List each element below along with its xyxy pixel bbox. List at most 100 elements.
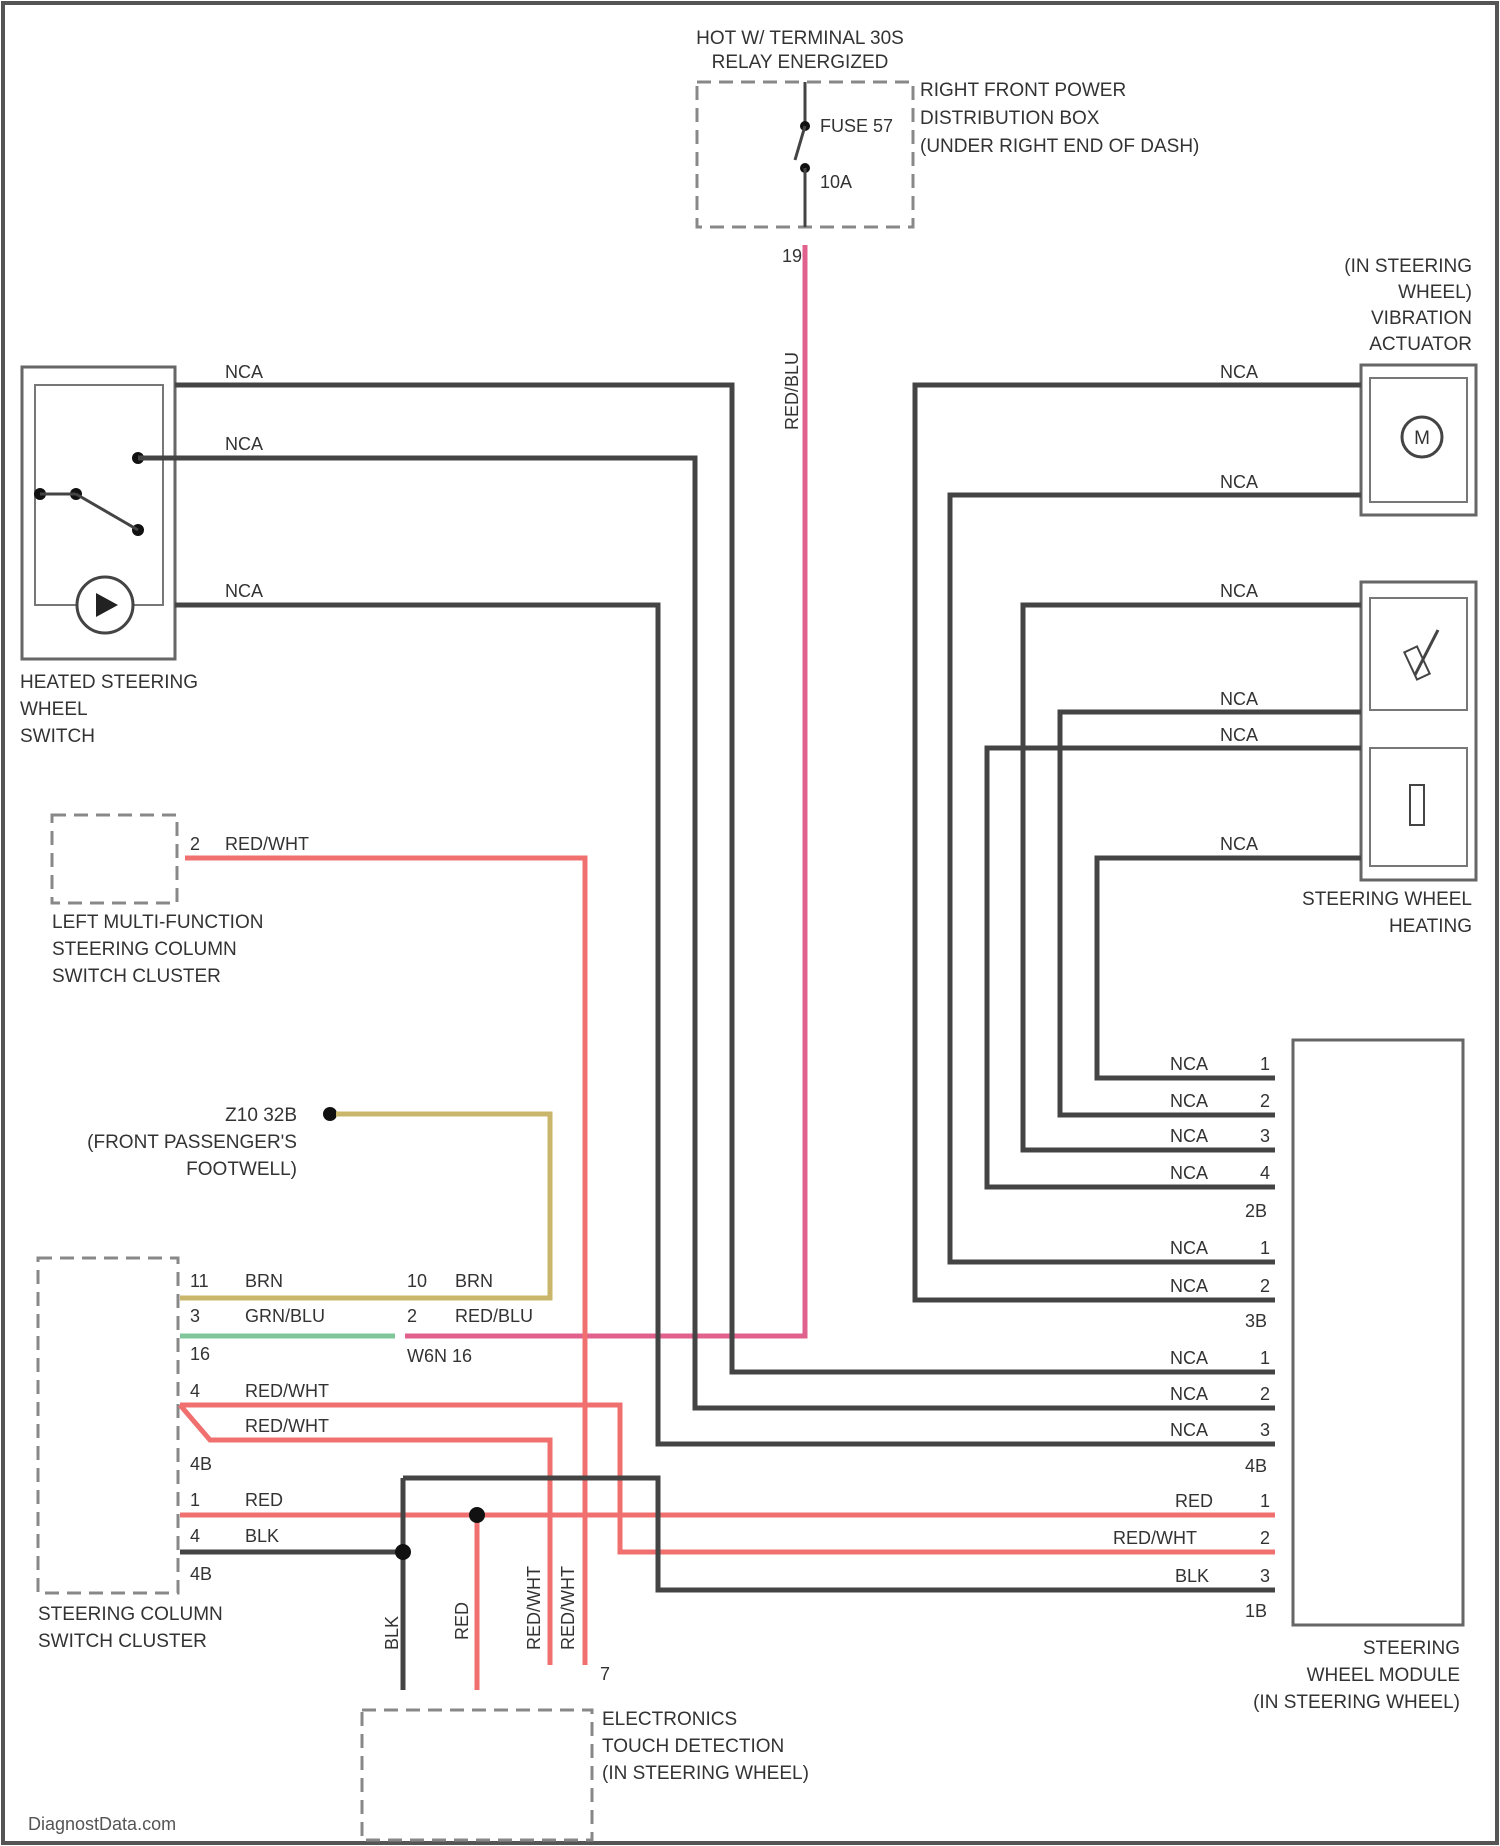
m1b-pin-3: 3 [1260,1566,1270,1586]
column-cluster-outline [38,1258,178,1593]
col-pin-11: 11 [190,1271,209,1291]
m1b-pin-2: 2 [1260,1528,1270,1548]
left-mf-wire: RED/WHT [225,834,309,854]
wire-heating-3 [987,748,1361,1187]
label-heating-wire-1: NCA [1220,581,1258,601]
column-cluster-label-line1: STEERING COLUMN [38,1604,223,1625]
wire-switch-3 [175,605,1275,1444]
ground-label-line1: Z10 32B [225,1105,297,1126]
label-switch-wire-2: NCA [225,434,263,454]
inline-connector-label: W6N 16 [407,1346,472,1366]
col-wire-brn: BRN [245,1271,283,1291]
label-vibration-wire-2: NCA [1220,472,1258,492]
heater-resistor-icon [1410,785,1424,825]
m3b-pin-1: 1 [1260,1238,1270,1258]
m2b-wire-1: NCA [1170,1054,1208,1074]
heated-switch-label-line2: WHEEL [20,699,88,720]
power-wire-color: RED/BLU [782,352,802,430]
vibration-label-line3: VIBRATION [1371,308,1472,329]
module-connector-3b: NCA NCA 1 2 3B [1170,1238,1270,1331]
touch-label-line1: ELECTRONICS [602,1709,737,1730]
col-pin-4: 4 [190,1381,200,1401]
vibration-label-line4: ACTUATOR [1369,334,1472,355]
col-pin-3: 3 [190,1306,200,1326]
fuse-label: FUSE 57 [820,116,893,136]
touch-detection-outline [362,1710,592,1840]
m1b-wire-2: RED/WHT [1113,1528,1197,1548]
heating-element-box [1370,748,1467,866]
column-cluster-label-line2: SWITCH CLUSTER [38,1631,207,1652]
module-label-line2: WHEEL MODULE [1307,1665,1460,1686]
ground-point: Z10 32B (FRONT PASSENGER'S FOOTWELL) [87,1105,337,1180]
module-label-line3: (IN STEERING WHEEL) [1253,1692,1460,1713]
touch-wire-blk: BLK [382,1616,402,1650]
left-mf-outline [52,815,177,903]
left-mf-pin: 2 [190,834,200,854]
splice-red [469,1507,485,1523]
steering-wheel-heating: STEERING WHEEL HEATING [1302,582,1476,937]
col-connector-4b-2: 4B [190,1564,212,1584]
switch-blade [76,494,138,530]
col-wire-red: RED [245,1490,283,1510]
m4b-pin-3: 3 [1260,1420,1270,1440]
motor-letter: M [1414,428,1430,449]
hot-label-line2: RELAY ENERGIZED [712,52,889,73]
m1b-wire-1: RED [1175,1491,1213,1511]
fuse-element [795,126,805,160]
inline-wire-red-blu: RED/BLU [455,1306,533,1326]
m4b-pin-1: 1 [1260,1348,1270,1368]
label-switch-wire-1: NCA [225,362,263,382]
module-connector-4b: NCA NCA NCA 1 2 3 4B [1170,1348,1270,1476]
splice-blk [395,1544,411,1560]
m2b-pin-4: 4 [1260,1163,1270,1183]
touch-label-line3: (IN STEERING WHEEL) [602,1763,809,1784]
fuse-pin-number: 19 [782,246,802,266]
col-wire-red-wht-1: RED/WHT [245,1381,329,1401]
left-mf-label-line1: LEFT MULTI-FUNCTION [52,912,263,933]
power-box-label-line2: DISTRIBUTION BOX [920,108,1100,129]
power-box-label-line3: (UNDER RIGHT END OF DASH) [920,136,1199,157]
col-connector-16: 16 [190,1344,210,1364]
touch-wire-red-wht-1: RED/WHT [524,1566,544,1650]
wire-red-blu-power [405,245,805,1336]
wire-column-red-wht-2 [180,1405,550,1665]
heating-outline [1361,582,1476,880]
steering-wheel-module: STEERING WHEEL MODULE (IN STEERING WHEEL… [1253,1040,1463,1713]
wire-switch-1 [175,385,1275,1372]
steering-column-switch-cluster: 11 3 16 BRN GRN/BLU 4 RED/WHT RED/WHT 4B… [38,1258,329,1652]
wires [138,245,1361,1690]
m4b-wire-1: NCA [1170,1348,1208,1368]
touch-label-line2: TOUCH DETECTION [602,1736,784,1757]
m2b-wire-2: NCA [1170,1091,1208,1111]
m4b-wire-2: NCA [1170,1384,1208,1404]
watermark: DiagnostData.com [28,1814,176,1834]
heated-steering-wheel-switch: HEATED STEERING WHEEL SWITCH [20,367,198,747]
m1b-connector: 1B [1245,1601,1267,1621]
touch-pin-7: 7 [600,1664,610,1684]
touch-wire-red: RED [452,1602,472,1640]
wire-column-red-wht-1 [180,1405,1275,1552]
heated-switch-label-line1: HEATED STEERING [20,672,198,693]
m2b-pin-1: 1 [1260,1054,1270,1074]
m4b-wire-3: NCA [1170,1420,1208,1440]
m1b-pin-1: 1 [1260,1491,1270,1511]
left-mf-label-line3: SWITCH CLUSTER [52,966,221,987]
module-outline [1293,1040,1463,1625]
touch-wire-red-wht-2: RED/WHT [558,1566,578,1650]
col-connector-4b: 4B [190,1454,212,1474]
wire-vibration-2 [950,495,1361,1262]
label-heating-wire-4: NCA [1220,834,1258,854]
ground-label-line3: FOOTWELL) [186,1159,297,1180]
label-heating-wire-2: NCA [1220,689,1258,709]
col-pin-4b: 4 [190,1526,200,1546]
col-wire-grn-blu: GRN/BLU [245,1306,325,1326]
m2b-connector: 2B [1245,1201,1267,1221]
col-pin-1: 1 [190,1490,200,1510]
label-switch-wire-3: NCA [225,581,263,601]
fuse-rating: 10A [820,172,852,192]
module-label-line1: STEERING [1363,1638,1460,1659]
ground-symbol [323,1107,337,1121]
wire-heating-2 [1060,712,1361,1115]
vibration-actuator: (IN STEERING WHEEL) VIBRATION ACTUATOR M [1344,256,1476,515]
